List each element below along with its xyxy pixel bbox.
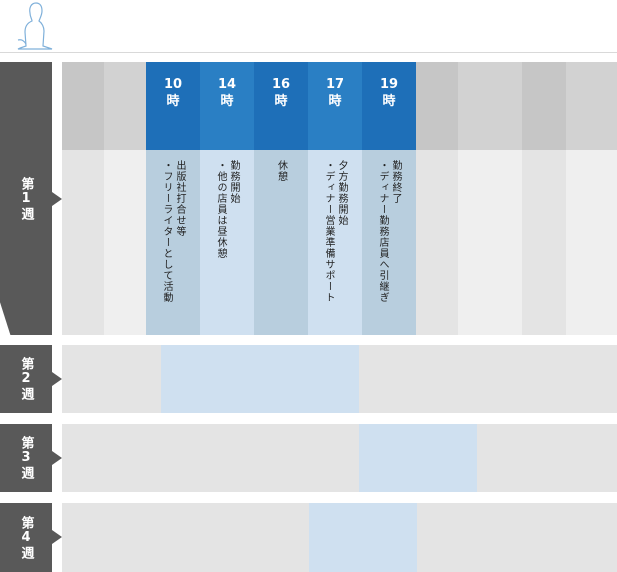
hour-label: 19 時 <box>379 77 399 109</box>
week-label-text: 第1週 <box>18 176 34 221</box>
week-label-3: 第3週 <box>0 424 52 492</box>
week3-row <box>62 424 617 492</box>
hour-label: 16 時 <box>271 77 291 109</box>
hour-label: 17 時 <box>325 77 345 109</box>
task-description: 出版社打合せ等 ・フリーライターとして活動 <box>161 160 185 303</box>
week-label-4: 第4週 <box>0 503 52 572</box>
week1-schedule: 10 時 出版社打合せ等 ・フリーライターとして活動 14 時 勤務開始 ・他の… <box>62 62 617 335</box>
week2-row <box>62 345 617 413</box>
week-label-2: 第2週 <box>0 345 52 413</box>
week3-highlight <box>359 424 477 492</box>
task-description: 勤務開始 ・他の店員は昼休憩 <box>215 160 239 259</box>
week2-highlight <box>161 345 359 413</box>
week-label-text: 第2週 <box>18 357 34 401</box>
week-arrow-3 <box>52 451 62 465</box>
week4-row <box>62 503 617 572</box>
week-arrow-2 <box>52 372 62 386</box>
week-arrow-1 <box>52 192 62 206</box>
task-description: 勤務終了 ・ディナー勤務店員へ引継ぎ <box>377 160 401 303</box>
week-label-1: 第1週 <box>0 62 52 335</box>
header-divider <box>0 52 617 53</box>
week-arrow-4 <box>52 530 62 544</box>
task-description: 夕方勤務開始 ・ディナー営業準備サポート <box>323 160 347 303</box>
task-description: 休憩 <box>275 160 287 182</box>
week-label-text: 第3週 <box>18 436 34 480</box>
hour-label: 14 時 <box>217 77 237 109</box>
week4-highlight <box>309 503 417 572</box>
person-silhouette-icon <box>14 0 54 52</box>
week-label-text: 第4週 <box>18 515 34 560</box>
hour-label: 10 時 <box>163 77 183 109</box>
